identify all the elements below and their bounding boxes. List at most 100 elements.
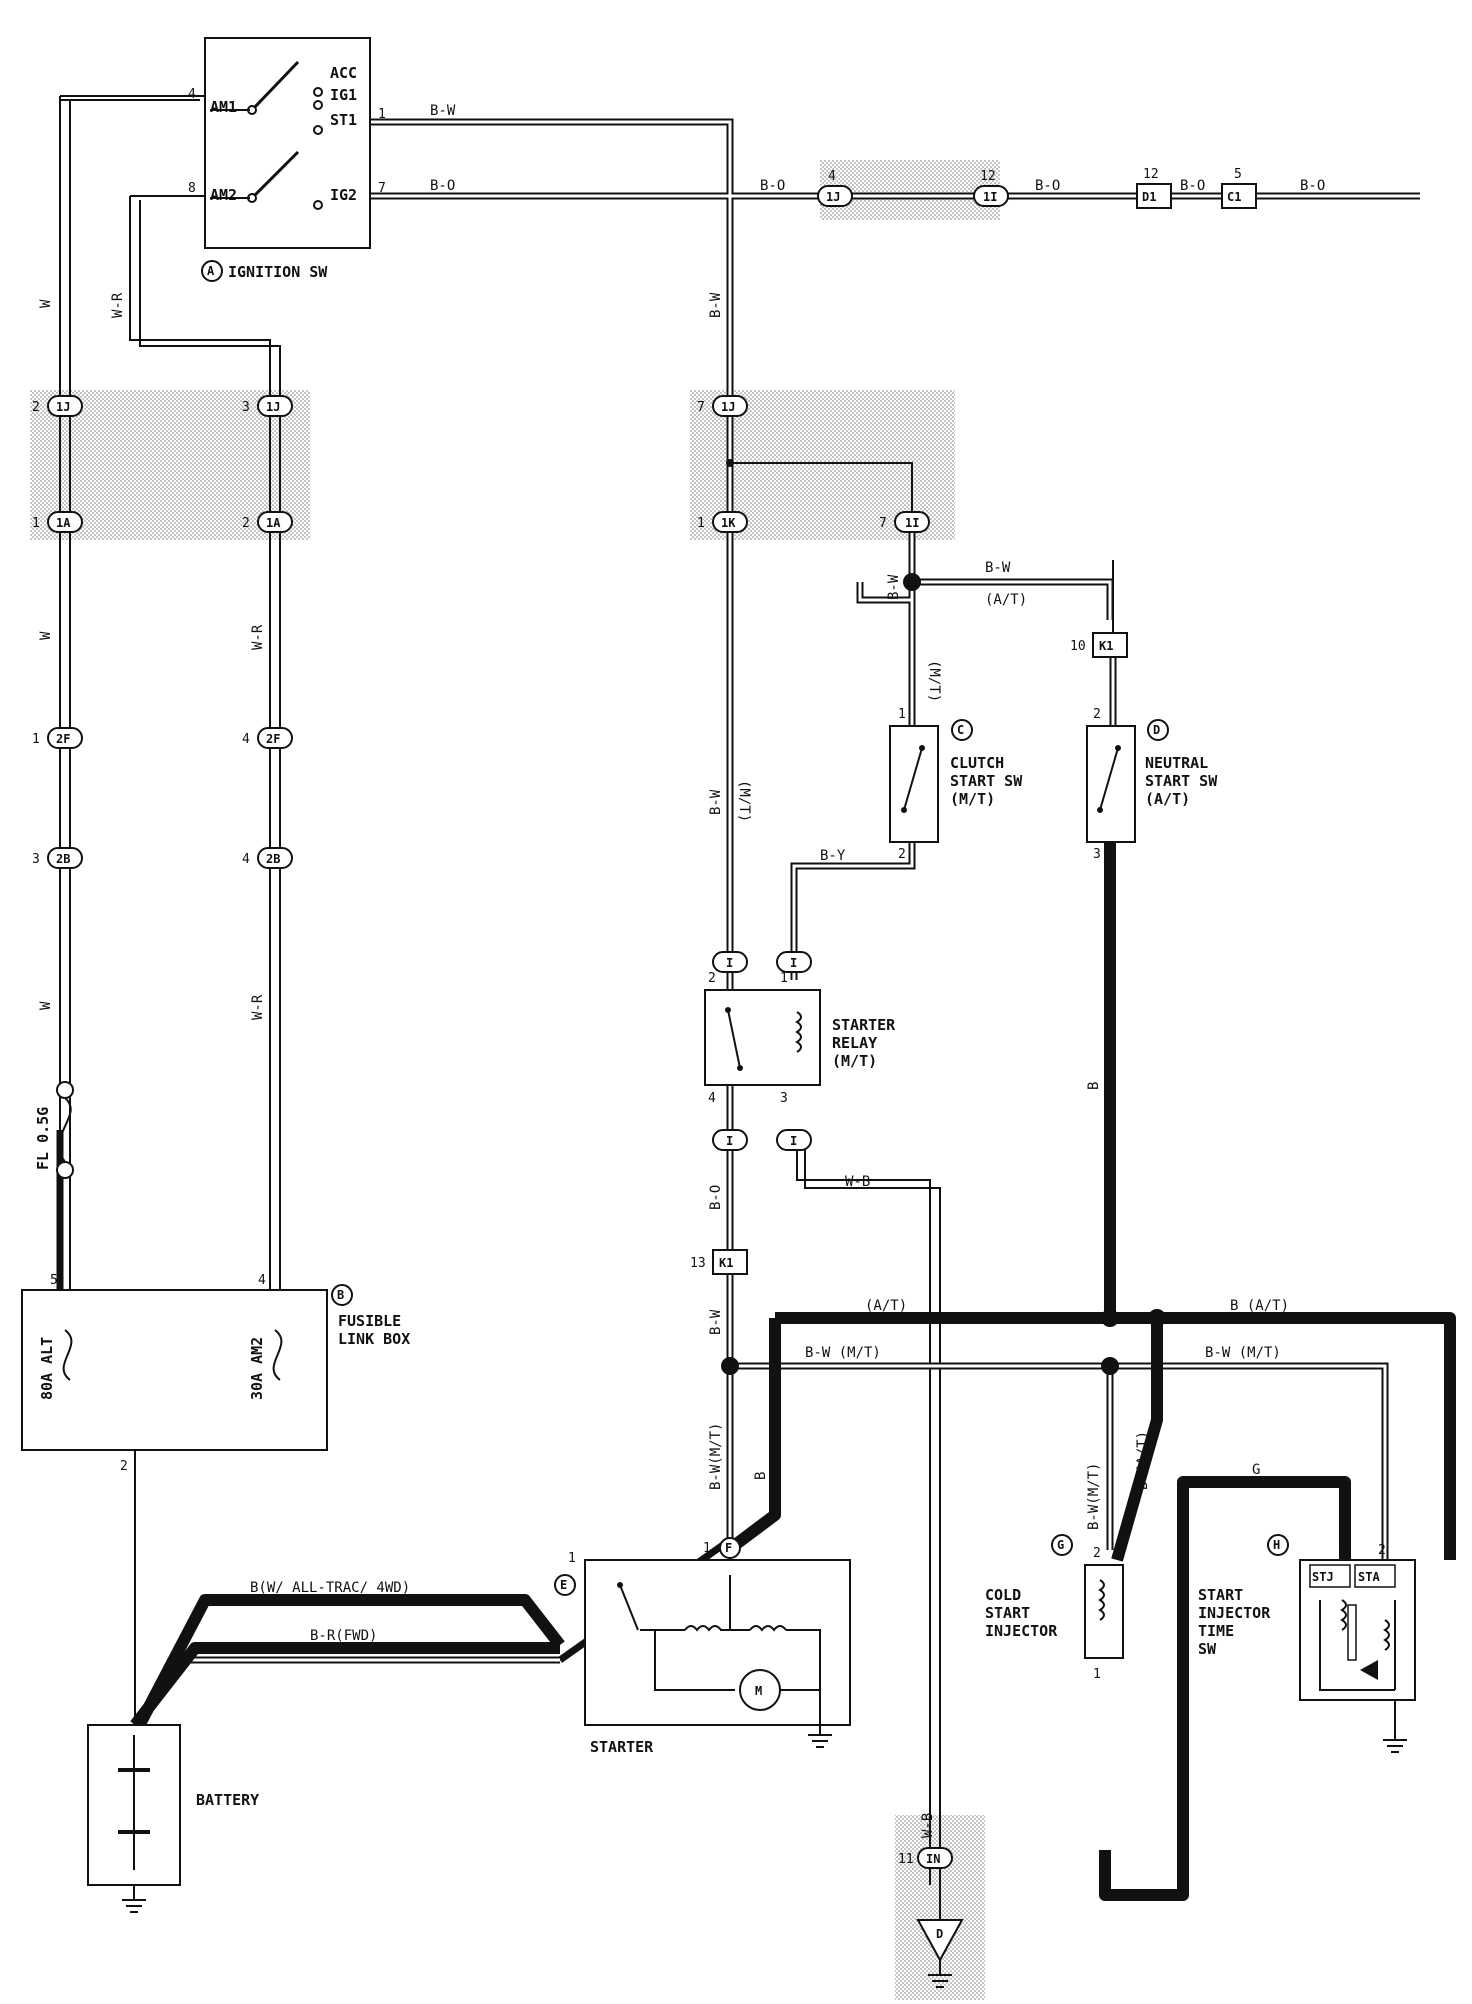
svg-text:B-R(FWD): B-R(FWD) [310,1628,377,1644]
svg-text:4: 4 [828,169,836,184]
fusible-link-box: 5 4 2 80A ALT 30A AM2 B FUSIBLE LINK BOX [21,1273,410,1474]
svg-text:B-W (M/T): B-W (M/T) [1205,1345,1281,1361]
battery: BATTERY [87,1724,259,1913]
svg-text:IN: IN [926,1852,940,1866]
svg-text:STARTER: STARTER [832,1016,896,1034]
ign-term-st1: ST1 [330,111,357,129]
svg-text:2B: 2B [56,852,70,866]
svg-text:START: START [985,1604,1030,1622]
svg-text:B-W: B-W [708,292,724,318]
conn-c20: I [776,1129,812,1151]
svg-text:W: W [38,1001,54,1010]
svg-text:B-W (M/T): B-W (M/T) [805,1345,881,1361]
svg-text:START: START [1198,1586,1243,1604]
svg-text:W-B: W-B [920,1813,936,1838]
conn-c9: 2F1 [32,727,83,749]
svg-text:2: 2 [120,1459,128,1474]
svg-text:12: 12 [1143,167,1159,182]
svg-text:B-W(M/T): B-W(M/T) [708,1423,724,1490]
ign-term-am2: AM2 [210,186,237,204]
svg-text:RELAY: RELAY [832,1034,877,1052]
svg-text:2: 2 [1093,1546,1101,1561]
starter: M STARTER E 1 F 1 [554,1537,851,1756]
svg-text:1: 1 [898,707,906,722]
svg-text:FUSIBLE: FUSIBLE [338,1312,401,1330]
svg-text:2B: 2B [266,852,280,866]
svg-text:W-R: W-R [110,292,126,318]
conn-c6: 1A 1 [32,511,83,533]
svg-text:B (A/T): B (A/T) [1230,1298,1289,1314]
svg-text:B-O: B-O [1035,178,1060,194]
svg-text:W: W [38,299,54,308]
svg-text:I: I [726,1134,733,1148]
svg-text:B: B [337,1288,344,1302]
svg-text:C1: C1 [1227,190,1241,204]
svg-text:2: 2 [898,847,906,862]
svg-text:4: 4 [242,732,250,747]
conn-c12: 2B 4 [242,847,293,869]
svg-text:1: 1 [780,971,788,986]
svg-text:1J: 1J [721,400,735,414]
svg-text:2: 2 [32,400,40,415]
svg-text:I: I [790,956,797,970]
svg-text:2: 2 [242,516,250,531]
svg-text:1A: 1A [56,516,71,530]
svg-text:STARTER: STARTER [590,1738,654,1756]
svg-text:(A/T): (A/T) [1145,790,1190,808]
svg-text:5: 5 [50,1273,58,1288]
svg-text:1: 1 [1093,1667,1101,1682]
conn-c14: 1K 1 [697,511,748,533]
svg-text:TIME: TIME [1198,1622,1234,1640]
svg-text:10: 10 [1070,639,1086,654]
svg-text:B: B [753,1472,769,1480]
svg-text:1J: 1J [266,400,280,414]
svg-text:B-O: B-O [1180,178,1205,194]
svg-text:NEUTRAL: NEUTRAL [1145,754,1208,772]
svg-text:7: 7 [697,400,705,415]
svg-text:1: 1 [32,732,40,747]
svg-text:W-R: W-R [250,994,266,1020]
svg-text:B-W: B-W [708,1309,724,1335]
svg-text:1: 1 [1338,1543,1346,1558]
svg-text:5: 5 [1234,167,1242,182]
svg-text:B-W: B-W [886,574,902,600]
svg-text:LINK BOX: LINK BOX [338,1330,410,1348]
svg-text:2: 2 [1093,707,1101,722]
conn-c1: 1J4 [817,169,853,207]
svg-text:(M/T): (M/T) [736,780,752,822]
svg-text:(M/T): (M/T) [832,1052,877,1070]
conn-c3: D1 12 [1136,167,1172,209]
svg-text:1: 1 [697,516,705,531]
svg-text:4: 4 [242,852,250,867]
svg-text:B-O: B-O [708,1185,724,1210]
svg-text:1A: 1A [266,516,281,530]
svg-text:7: 7 [879,516,887,531]
svg-text:1K: 1K [721,516,736,530]
ign-pin-4: 4 [188,87,196,102]
svg-text:1: 1 [703,1541,711,1556]
neutral-start-switch: 2 3 D NEUTRAL START SW (A/T) [1086,707,1218,862]
svg-text:W-B: W-B [845,1174,870,1190]
svg-text:K1: K1 [719,1256,733,1270]
svg-text:1: 1 [32,516,40,531]
starter-relay: 2 1 4 3 STARTER RELAY (M/T) [704,971,896,1106]
conn-c4: C1 5 [1221,167,1257,209]
svg-text:F: F [725,1541,732,1555]
svg-text:B(W/ ALL-TRAC/ 4WD): B(W/ ALL-TRAC/ 4WD) [250,1580,410,1596]
conn-c10: 2B3 [32,847,83,869]
svg-text:3: 3 [780,1091,788,1106]
svg-text:D: D [936,1927,943,1941]
svg-text:B-W: B-W [708,789,724,815]
conn-c19: I [712,1129,748,1151]
svg-text:START SW: START SW [950,772,1023,790]
svg-text:2: 2 [708,971,716,986]
svg-text:B-W(M/T): B-W(M/T) [1086,1463,1102,1530]
junction-dots [131,459,1166,1414]
svg-text:2F: 2F [266,732,280,746]
svg-text:SW: SW [1198,1640,1217,1658]
svg-text:START SW: START SW [1145,772,1218,790]
svg-text:D1: D1 [1142,190,1156,204]
